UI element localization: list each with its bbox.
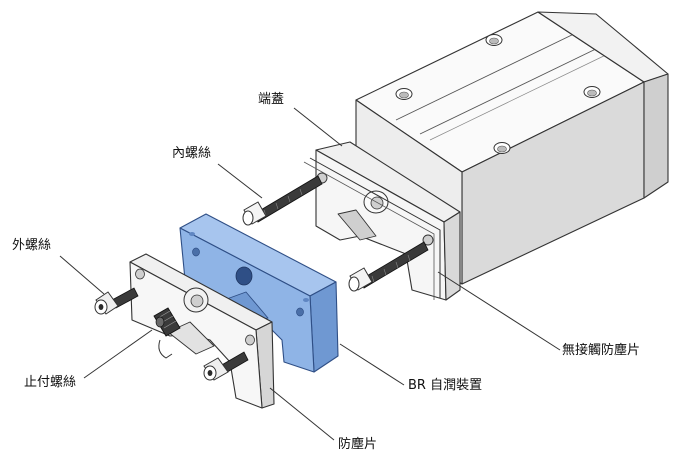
set-screw [153,307,181,337]
label-outer-screw: 外螺絲 [12,238,52,253]
leader-contactless-dust-plate [437,271,561,351]
label-dust-plate: 防塵片 [338,437,378,452]
label-end-cap: 端蓋 [258,92,285,107]
outer-screw-upper [94,287,139,315]
label-contactless-dust-plate: 無接觸防塵片 [562,343,641,358]
label-inner-screw: 內螺絲 [172,146,212,161]
leader-end-cap [293,107,343,147]
br-lube-device [179,213,339,373]
label-br-lube-device: BR 自潤裝置 [408,378,483,393]
leader-dust-plate [269,387,335,441]
leader-inner-screw [217,163,263,199]
outer-screw-lower [203,351,249,381]
leader-stop-screw [83,329,153,379]
end-cap [315,141,461,301]
dust-plate [129,253,275,409]
leader-outer-screw [59,255,105,295]
leader-lines [59,107,561,441]
contactless-dust-plate [303,157,441,300]
leader-br-lube [339,343,405,386]
label-stop-screw: 止付螺絲 [24,375,77,390]
inner-screw-lower [348,241,429,292]
inner-screw-upper [242,175,323,226]
